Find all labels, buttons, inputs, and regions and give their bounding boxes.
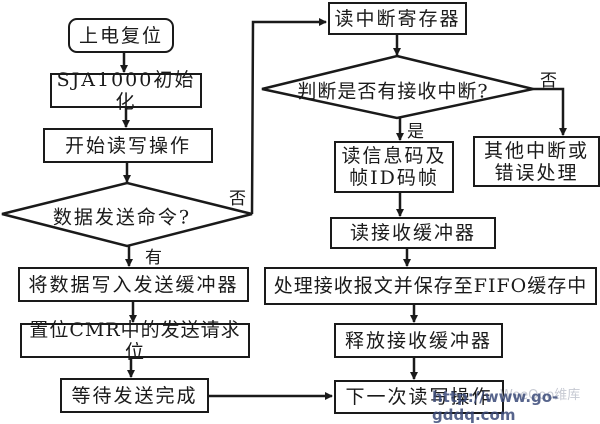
other-interrupt-box: 其他中断或 错误处理: [473, 136, 600, 187]
arrow-no-to-read-interrupt: [250, 18, 327, 215]
start-rw-box: 开始读写操作: [43, 128, 213, 163]
watermark-faint: WeeQoo维库: [500, 388, 581, 403]
next-rw-box: 下一次读写操作: [334, 380, 504, 414]
decision-rx-interrupt-text: 判断是否有接收中断?: [297, 80, 489, 103]
process-rx-fifo-box: 处理接收报文并保存至FIFO缓存中: [264, 267, 597, 305]
wait-tx-done-box: 等待发送完成: [60, 378, 209, 413]
arrow-no-to-other-interrupt: [533, 87, 567, 136]
write-tx-buffer-box: 将数据写入发送缓冲器: [18, 267, 249, 302]
decision-send-cmd-text: 数据发送命令?: [52, 206, 192, 229]
read-interrupt-reg-box: 读中断寄存器: [328, 2, 467, 35]
flow-connectors: [1, 18, 567, 400]
label-no-right: 否: [540, 71, 557, 91]
read-rx-buffer-box: 读接收缓冲器: [330, 217, 496, 249]
release-rx-buffer-box: 释放接收缓冲器: [334, 323, 503, 358]
set-cmr-bit-box: 置位CMR中的发送请求位: [20, 319, 250, 363]
watermark-url: http://www.go-gddq.com: [432, 388, 559, 424]
power-on-reset-box: 上电复位: [68, 18, 174, 53]
read-info-frame-id-box: 读信息码及 帧ID码帧: [334, 141, 454, 193]
sja1000-init-box: SJA1000初始化: [50, 69, 202, 113]
label-no-left: 否: [229, 189, 246, 209]
decision-rx-interrupt-diamond: [261, 54, 534, 120]
label-yes-left: 有: [145, 248, 162, 268]
label-yes-right: 是: [407, 122, 424, 142]
decision-send-cmd-diamond: [1, 181, 253, 248]
